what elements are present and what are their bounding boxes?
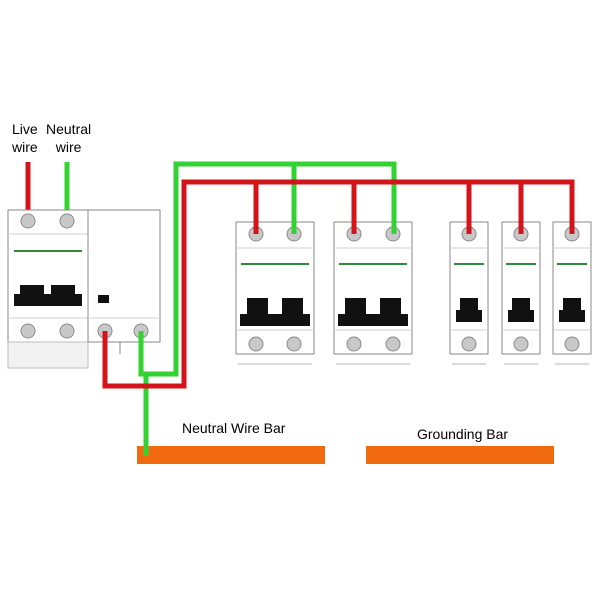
grounding-bar-label: Grounding Bar bbox=[417, 426, 509, 442]
rcd-test-button bbox=[98, 295, 109, 303]
double-pole-breaker-2 bbox=[333, 221, 413, 365]
single-pole-breaker-2 bbox=[501, 221, 541, 365]
rcd-unit bbox=[87, 209, 161, 354]
neutral-wire-label: Neutral wire bbox=[46, 120, 91, 156]
neutral-wire-label-line1: Neutral bbox=[46, 121, 92, 137]
live-wire-label: Live wire bbox=[12, 120, 38, 156]
grounding-bar bbox=[366, 446, 554, 464]
live-wire-label-line1: Live bbox=[12, 121, 38, 137]
single-pole-breaker-1 bbox=[449, 221, 489, 365]
live-wiring bbox=[102, 179, 575, 389]
neutral-wire-bar-label: Neutral Wire Bar bbox=[182, 420, 286, 436]
neutral-wire-bar bbox=[137, 446, 325, 464]
neutral-wire-label-line2: wire bbox=[55, 139, 82, 155]
main-breaker bbox=[7, 209, 89, 369]
single-pole-breaker-3 bbox=[552, 221, 592, 365]
double-pole-breaker-1 bbox=[235, 221, 315, 365]
live-wire-label-line2: wire bbox=[12, 139, 38, 155]
